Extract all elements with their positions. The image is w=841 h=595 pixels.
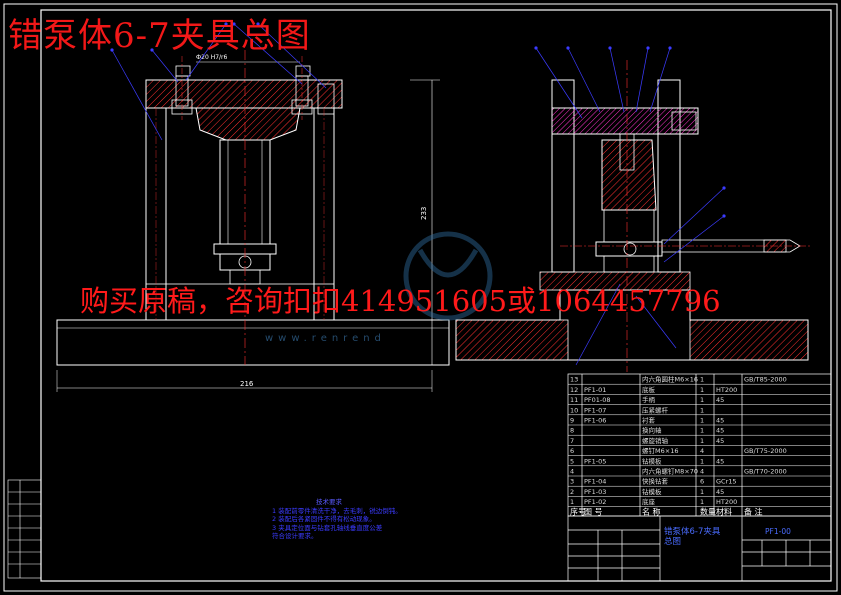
drawing-name-line1: 错泵体6-7夹具 bbox=[664, 527, 721, 537]
bom-cell-no: 10 bbox=[570, 406, 578, 414]
bom-cell-qty: 1 bbox=[700, 488, 704, 496]
bom-cell-material: 45 bbox=[716, 457, 724, 465]
bom-cell-code: PF1-02 bbox=[584, 498, 606, 506]
bom-cell-no: 13 bbox=[570, 376, 578, 384]
bom-cell-qty: 数量 bbox=[700, 506, 716, 516]
inner-border bbox=[40, 9, 832, 582]
bom-cell-no: 3 bbox=[570, 478, 574, 486]
bom-cell-name: 快换钻套 bbox=[642, 477, 669, 486]
bom-cell-no: 11 bbox=[570, 396, 578, 404]
bom-cell-no: 1 bbox=[570, 498, 574, 506]
bom-cell-no: 2 bbox=[570, 488, 574, 496]
bom-cell-name: 换向轴 bbox=[642, 426, 662, 435]
bom-cell-qty: 1 bbox=[700, 457, 704, 465]
bom-cell-name: 钻模板 bbox=[642, 487, 662, 496]
technical-note: 2 装配后各紧固件不得有松动现象。 bbox=[272, 515, 376, 523]
bom-cell-code: PF1-03 bbox=[584, 488, 606, 496]
title-block bbox=[567, 515, 832, 582]
bom-cell-no: 6 bbox=[570, 447, 574, 455]
technical-note: 3 夹具定位面与钻套孔轴线垂直度公差 bbox=[272, 523, 383, 532]
bom-cell-qty: 1 bbox=[700, 376, 704, 384]
technical-notes: 技术要求 1 装配前零件清洗干净，去毛刺，锐边倒钝。 2 装配后各紧固件不得有松… bbox=[272, 498, 402, 541]
bom-cell-code: PF1-06 bbox=[584, 417, 606, 425]
technical-notes-heading: 技术要求 bbox=[316, 498, 342, 506]
bom-cell-qty: 1 bbox=[700, 396, 704, 404]
bom-cell-material: 45 bbox=[716, 437, 724, 445]
bom-cell-no: 序号 bbox=[570, 506, 586, 516]
bom-cell-qty: 1 bbox=[700, 406, 704, 414]
drawing-name: 错泵体6-7夹具 总图 bbox=[664, 527, 720, 547]
bom-cell-code: PF1-04 bbox=[584, 478, 606, 486]
bom-cell-material: HT200 bbox=[716, 498, 737, 506]
bom-cell-note: 备 注 bbox=[744, 506, 763, 516]
bom-cell-note: GB/T75-2000 bbox=[744, 447, 787, 455]
bom-cell-qty: 1 bbox=[700, 498, 704, 506]
bom-cell-code: PF01-08 bbox=[584, 396, 611, 404]
bom-cell-name: 衬套 bbox=[642, 416, 656, 425]
bom-cell-qty: 1 bbox=[700, 437, 704, 445]
bom-cell-code: PF1-01 bbox=[584, 386, 606, 394]
bom-cell-material: 45 bbox=[716, 417, 724, 425]
bom-cell-note: GB/T70-2000 bbox=[744, 468, 787, 476]
bom-cell-name: 钻模板 bbox=[642, 456, 662, 465]
bom-cell-no: 5 bbox=[570, 457, 574, 465]
bom-cell-no: 9 bbox=[570, 417, 574, 425]
bom-cell-no: 4 bbox=[570, 468, 574, 476]
front-view: 216 233 Ф20 H7/r6 bbox=[56, 22, 450, 392]
bom-cell-no: 8 bbox=[570, 427, 574, 435]
dim-width: 216 bbox=[240, 380, 254, 388]
side-view bbox=[455, 46, 810, 372]
bom-cell-qty: 6 bbox=[700, 478, 704, 486]
bom-cell-material: HT200 bbox=[716, 386, 737, 394]
bom-cell-qty: 1 bbox=[700, 386, 704, 394]
bom-cell-no: 7 bbox=[570, 437, 574, 445]
bom-cell-name: 底座 bbox=[642, 497, 656, 506]
binding-strip bbox=[7, 479, 42, 579]
bom-cell-qty: 1 bbox=[700, 427, 704, 435]
drawing-code: PF1-00 bbox=[765, 527, 791, 536]
page-title: 错泵体6-7夹具总图 bbox=[8, 16, 311, 56]
bom-cell-qty: 1 bbox=[700, 417, 704, 425]
bom-cell-name: 螺钉M6×16 bbox=[642, 446, 678, 455]
promo-banner: 购买原稿，咨询扣扣414951605或1064457796 bbox=[80, 284, 721, 318]
technical-note: 符合设计要求。 bbox=[272, 532, 318, 540]
technical-note: 1 装配前零件清洗干净，去毛刺，锐边倒钝。 bbox=[272, 506, 402, 515]
bom-cell-name: 手柄 bbox=[642, 395, 656, 404]
bom-cell-code: PF1-05 bbox=[584, 457, 606, 465]
bom-cell-name: 底板 bbox=[642, 385, 656, 394]
bom-cell-material: 45 bbox=[716, 396, 724, 404]
bom-cell-material: GCr15 bbox=[716, 478, 737, 486]
dim-top: Ф20 H7/r6 bbox=[196, 54, 228, 61]
bom-cell-name: 内六角螺钉M8×70 bbox=[642, 467, 698, 476]
bom-cell-qty: 4 bbox=[700, 447, 704, 455]
outer-border bbox=[3, 3, 838, 592]
bom-cell-name: 压紧螺杆 bbox=[642, 405, 669, 414]
bom-cell-name: 螺旋销轴 bbox=[642, 436, 669, 445]
bom-cell-no: 12 bbox=[570, 386, 578, 394]
drawing-name-line2: 总图 bbox=[664, 537, 682, 547]
watermark-text: www.renrend bbox=[265, 333, 386, 344]
bom-cell-material: 45 bbox=[716, 488, 724, 496]
bom-cell-name: 内六角圆柱M6×16 bbox=[642, 375, 698, 384]
bom-cell-qty: 4 bbox=[700, 468, 704, 476]
bom-cell-material: 材料 bbox=[716, 506, 732, 516]
watermark-emblem bbox=[403, 231, 493, 321]
bom-cell-name: 名 称 bbox=[642, 506, 661, 516]
bom-cell-material: 45 bbox=[716, 427, 724, 435]
bom-cell-code: PF1-07 bbox=[584, 406, 606, 414]
bom-cell-note: GB/T85-2000 bbox=[744, 376, 787, 384]
bom-cell-code: 图 号 bbox=[584, 507, 603, 516]
dim-height: 233 bbox=[420, 207, 428, 220]
